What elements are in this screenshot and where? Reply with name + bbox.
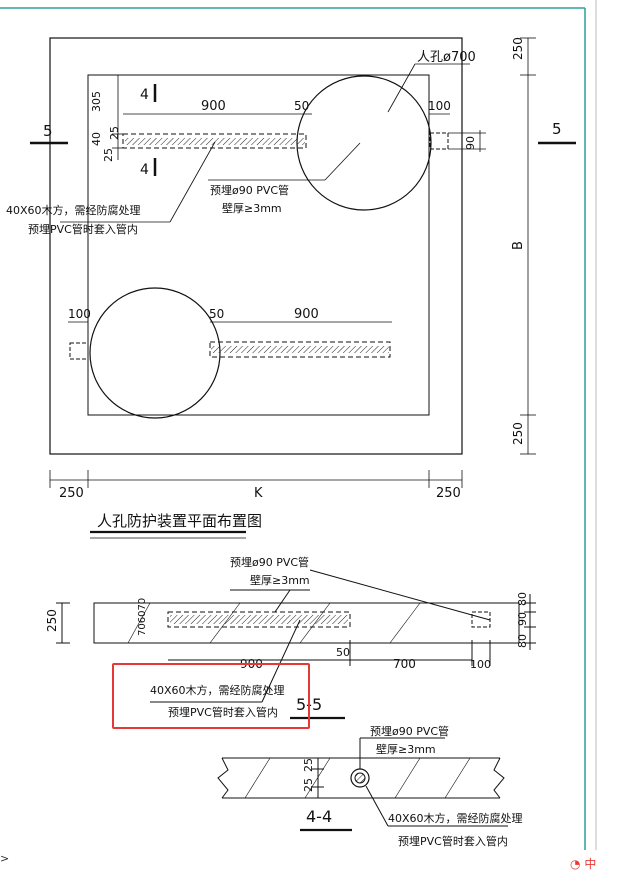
sec55-pipe-note-1: 预埋ø90 PVC管 <box>230 555 309 569</box>
sec55-dim-100: 100 <box>470 658 491 671</box>
dim-305: 305 <box>90 91 103 112</box>
app-logo-icon[interactable]: ◔ 中 <box>570 857 631 872</box>
logo-swirl-icon: ◔ <box>570 857 581 871</box>
dim-k: K <box>254 486 263 501</box>
highlight-box <box>112 663 310 729</box>
plan-wood-note-2: 预埋PVC管时套入管内 <box>28 222 138 236</box>
sec55-dim-700: 700 <box>393 657 416 671</box>
plan-title: 人孔防护装置平面布置图 <box>97 512 262 530</box>
manhole-label: 人孔ø700 <box>417 50 476 65</box>
dim-bottom-250: 250 <box>511 422 525 445</box>
section-4-4-text: 预埋ø90 PVC管 壁厚≥3mm 25 25 4-4 40X60木方，需经防腐… <box>302 724 523 848</box>
plan-view <box>49 37 463 455</box>
sec44-dim-25b: 25 <box>302 778 315 792</box>
sec55-dim-80b: 80 <box>516 634 529 648</box>
plan-pipe-note-2: 壁厚≥3mm <box>222 201 282 215</box>
sec44-wood-note-1: 40X60木方，需经防腐处理 <box>388 811 523 825</box>
section-4-4 <box>217 737 508 832</box>
sec55-wood-note-1: 40X60木方，需经防腐处理 <box>150 683 285 697</box>
drawing-frame <box>0 0 597 850</box>
dim-40: 40 <box>90 132 103 146</box>
dim-bottom-right-250: 250 <box>436 486 461 501</box>
sec55-dim-50: 50 <box>336 646 350 659</box>
dim-25: 25 <box>108 126 121 140</box>
dim-90-right: 90 <box>464 136 477 150</box>
dim-900-bottom: 900 <box>294 307 319 322</box>
sec44-dim-25a: 25 <box>302 758 315 772</box>
dim-50-top: 50 <box>294 99 309 113</box>
section-5-right: 5 <box>552 120 562 138</box>
dim-100-bottom: 100 <box>68 307 91 321</box>
plan-wood-note-1: 40X60木方，需经防腐处理 <box>6 203 141 217</box>
section-5-5 <box>56 569 536 720</box>
plan-pipe-note-1: 预埋ø90 PVC管 <box>210 183 289 197</box>
sec55-wood-note-2: 预埋PVC管时套入管内 <box>168 705 278 719</box>
pipe-top <box>122 133 307 149</box>
sec55-pipe <box>167 611 351 628</box>
plan-dimensions <box>30 37 576 488</box>
manhole-top-right <box>296 75 432 211</box>
dim-900-top: 900 <box>201 99 226 114</box>
sec44-pipe-note-2: 壁厚≥3mm <box>376 742 436 756</box>
section-4-bottom: 4 <box>140 162 149 178</box>
pipe-bottom <box>209 341 391 358</box>
sec44-wood-note-2: 预埋PVC管时套入管内 <box>398 834 508 848</box>
sec55-dim-80a: 80 <box>516 592 529 606</box>
sec55-pipe-note-2: 壁厚≥3mm <box>250 573 310 587</box>
dim-50-bottom: 50 <box>209 307 224 321</box>
dim-top-250: 250 <box>511 37 525 60</box>
manhole-bottom-left <box>89 287 221 419</box>
section-5-left: 5 <box>43 122 53 140</box>
dim-25b: 25 <box>102 148 115 162</box>
arrow-icon: > <box>0 852 10 865</box>
dim-b: B <box>511 241 526 250</box>
sec44-title: 4-4 <box>306 807 332 826</box>
sec55-dim-90: 90 <box>516 612 529 626</box>
section-4-top: 4 <box>140 87 149 103</box>
sec55-dim-250: 250 <box>45 609 59 632</box>
logo-char: 中 <box>584 857 597 871</box>
plan-text: 人孔ø700 250 B 250 250 K 250 900 50 100 30… <box>6 37 562 530</box>
dim-100-top: 100 <box>428 99 451 113</box>
dim-bottom-left-250: 250 <box>59 486 84 501</box>
sec44-pipe-note-1: 预埋ø90 PVC管 <box>370 724 449 738</box>
sec55-dim-stack: 706070 <box>137 598 148 636</box>
